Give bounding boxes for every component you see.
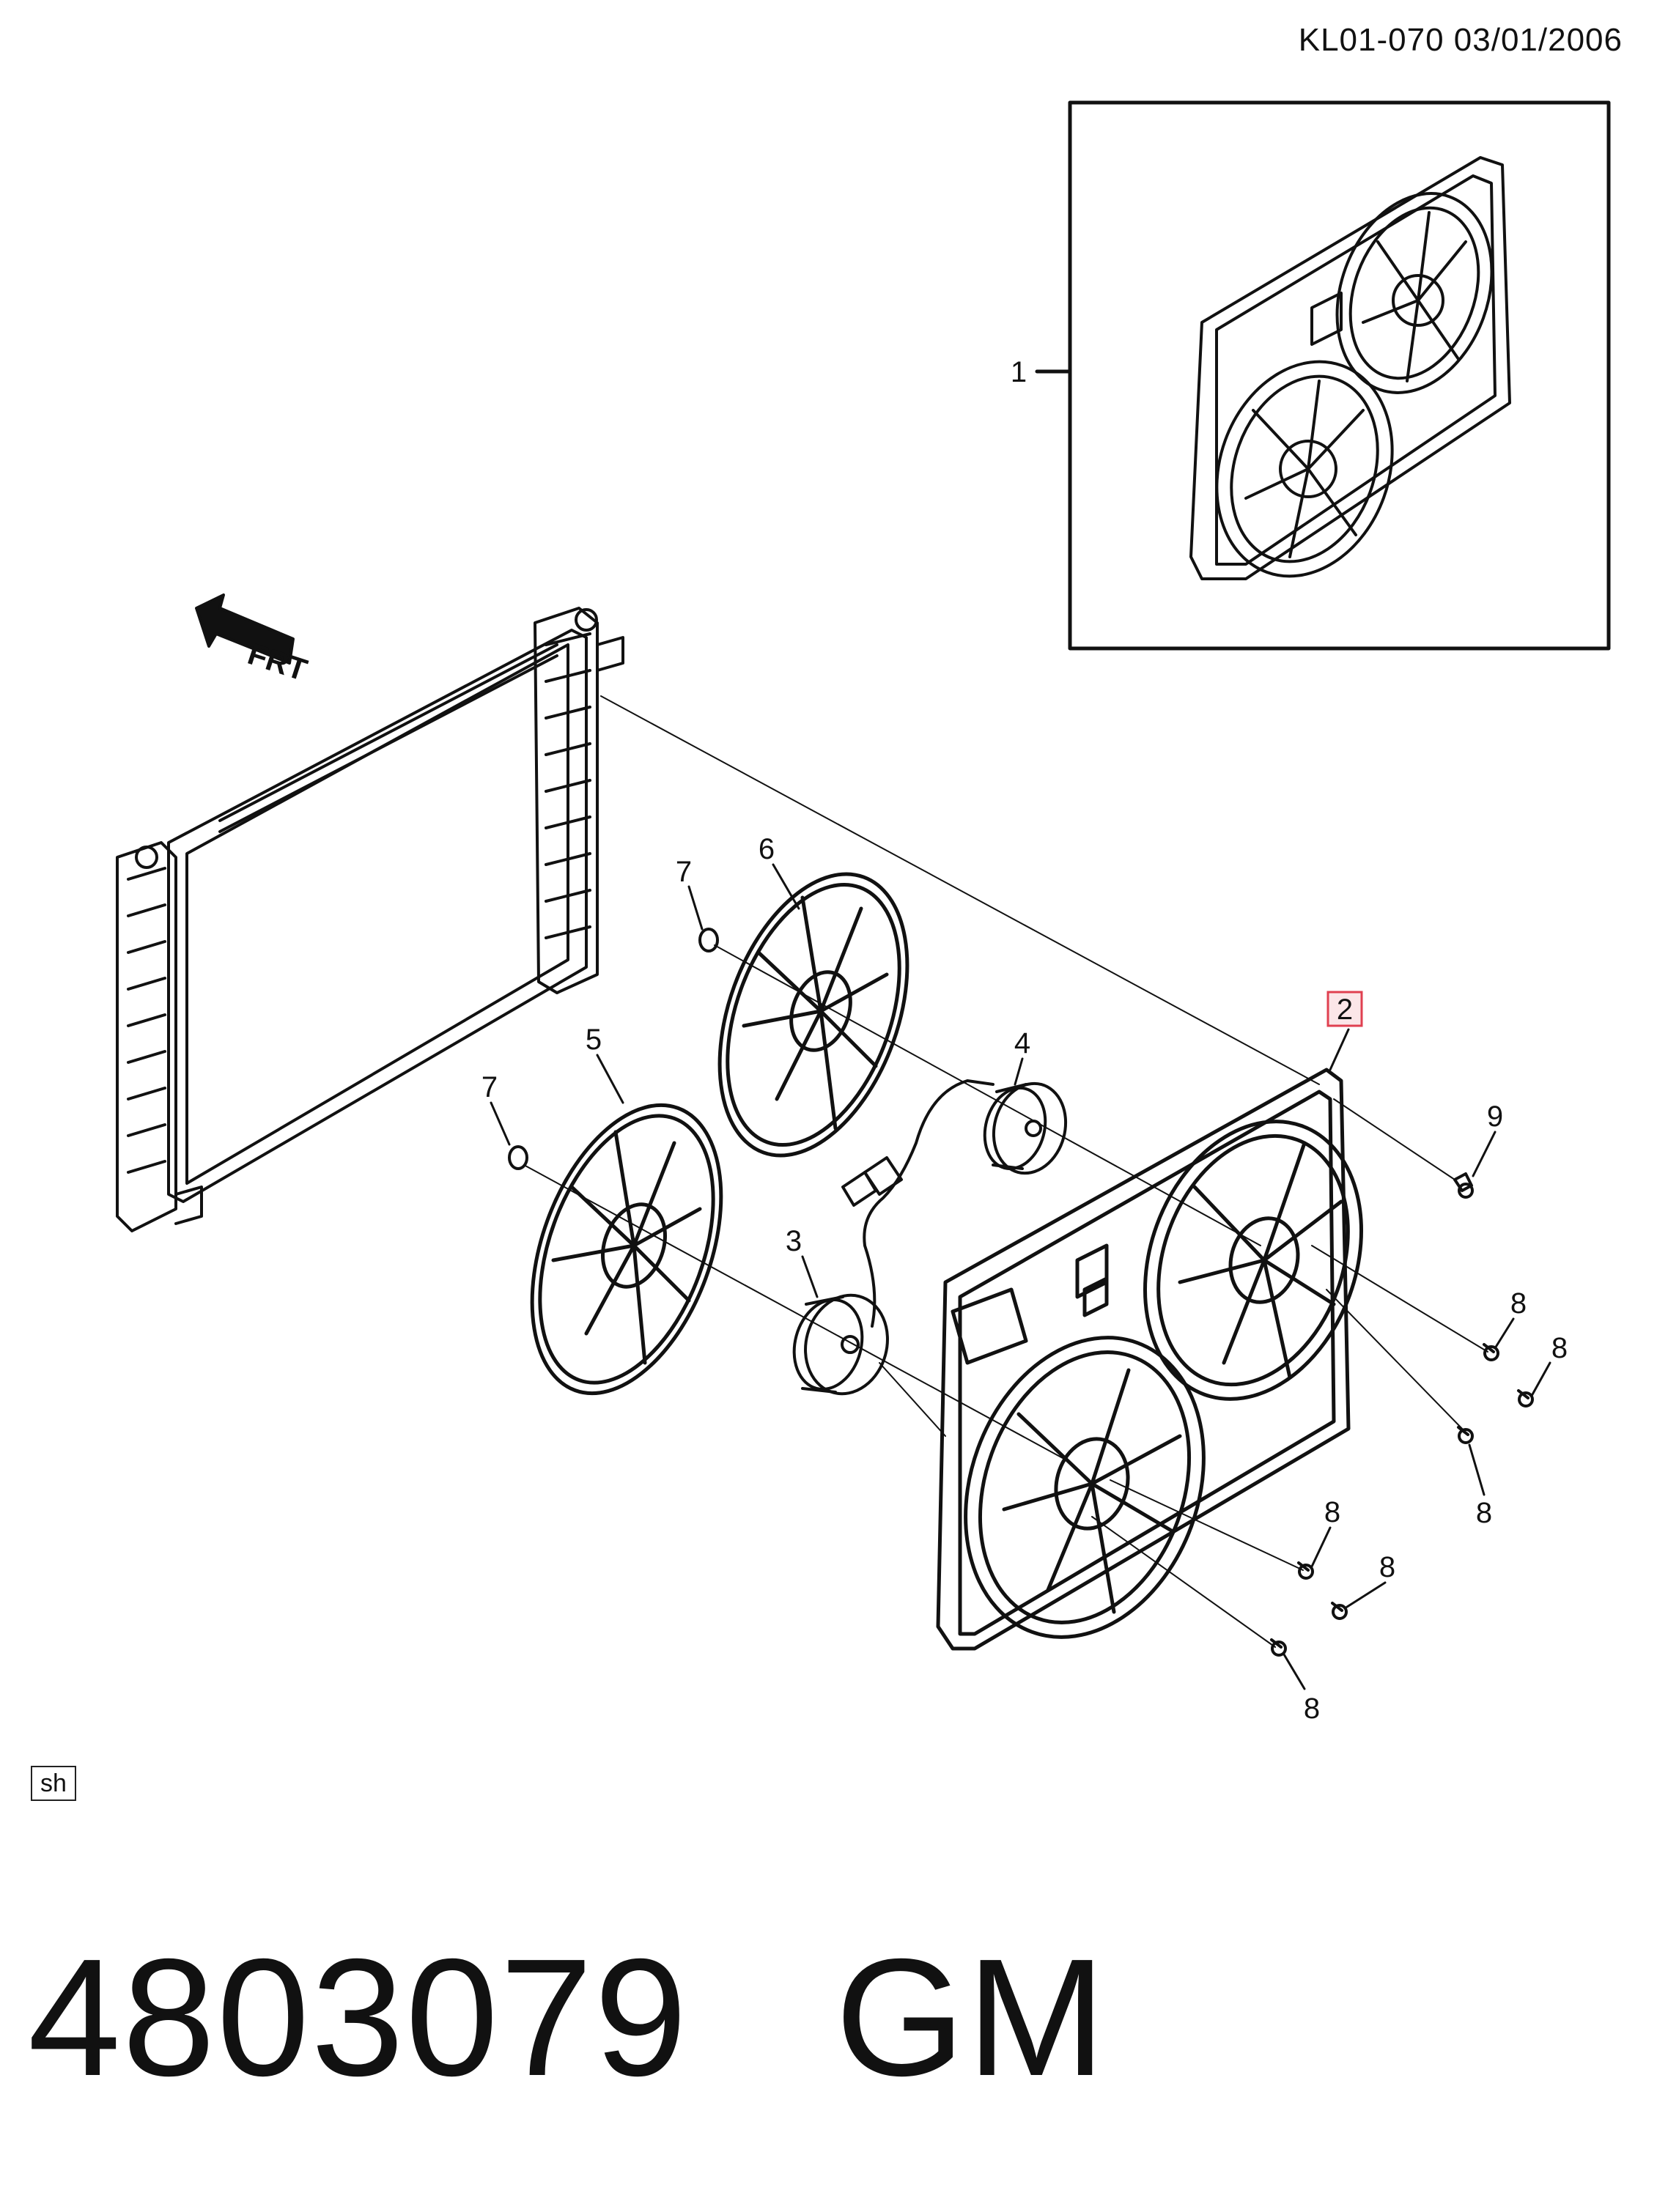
front-direction-arrow-icon [195, 593, 295, 665]
callout-2-highlight-box [1326, 991, 1363, 1027]
bolt-8b-icon [1517, 1389, 1534, 1408]
callout-8c: 8 [1476, 1497, 1492, 1529]
bolt-8a-icon [1483, 1343, 1499, 1361]
bolt-8e-icon [1331, 1602, 1348, 1620]
bolt-8c-icon [1457, 1426, 1474, 1444]
callout-4: 4 [1014, 1027, 1030, 1059]
bolt-9-icon [1453, 1172, 1474, 1199]
callout-7-lower: 7 [481, 1071, 498, 1103]
nut-7-lower-icon [508, 1145, 528, 1170]
diagram-reference-id: KL01-070 03/01/2006 [1298, 22, 1623, 58]
callout-8a: 8 [1510, 1287, 1527, 1320]
front-direction-label: FRT [244, 636, 311, 687]
fan-shroud-2-illustration [936, 1068, 1363, 1651]
bolt-8f-icon [1270, 1638, 1287, 1657]
fan-blade-6-illustration [717, 872, 909, 1158]
callout-leaders [490, 863, 1551, 1690]
callout-8e: 8 [1379, 1551, 1395, 1583]
fan-motor-4-illustration [983, 1081, 1068, 1175]
part-number: 4803079 [28, 1925, 689, 2111]
callout-8d: 8 [1324, 1496, 1340, 1528]
callout-8f: 8 [1304, 1693, 1320, 1725]
bolt-8d-icon [1297, 1561, 1314, 1580]
callout-6: 6 [759, 833, 775, 865]
wiring-harness-illustration [841, 1079, 994, 1328]
fan-motor-3-illustration [792, 1293, 889, 1396]
brand-name: GM [835, 1925, 1107, 2111]
inset-frame [1068, 100, 1611, 651]
alignment-lines [523, 695, 1488, 1648]
fan-blade-5-illustration [530, 1103, 723, 1396]
callout-1: 1 [1011, 356, 1027, 388]
radiator-illustration [116, 607, 624, 1232]
nut-7-upper-icon [698, 928, 719, 953]
callout-2: 2 [1337, 994, 1353, 1026]
sh-marker: sh [31, 1766, 76, 1801]
inset-fan-assembly-illustration [1189, 156, 1511, 580]
callout-3: 3 [786, 1225, 802, 1257]
callout-9: 9 [1487, 1101, 1503, 1133]
callout-7-upper: 7 [676, 856, 692, 888]
callout-5: 5 [586, 1024, 602, 1056]
callout-8b: 8 [1551, 1332, 1568, 1364]
